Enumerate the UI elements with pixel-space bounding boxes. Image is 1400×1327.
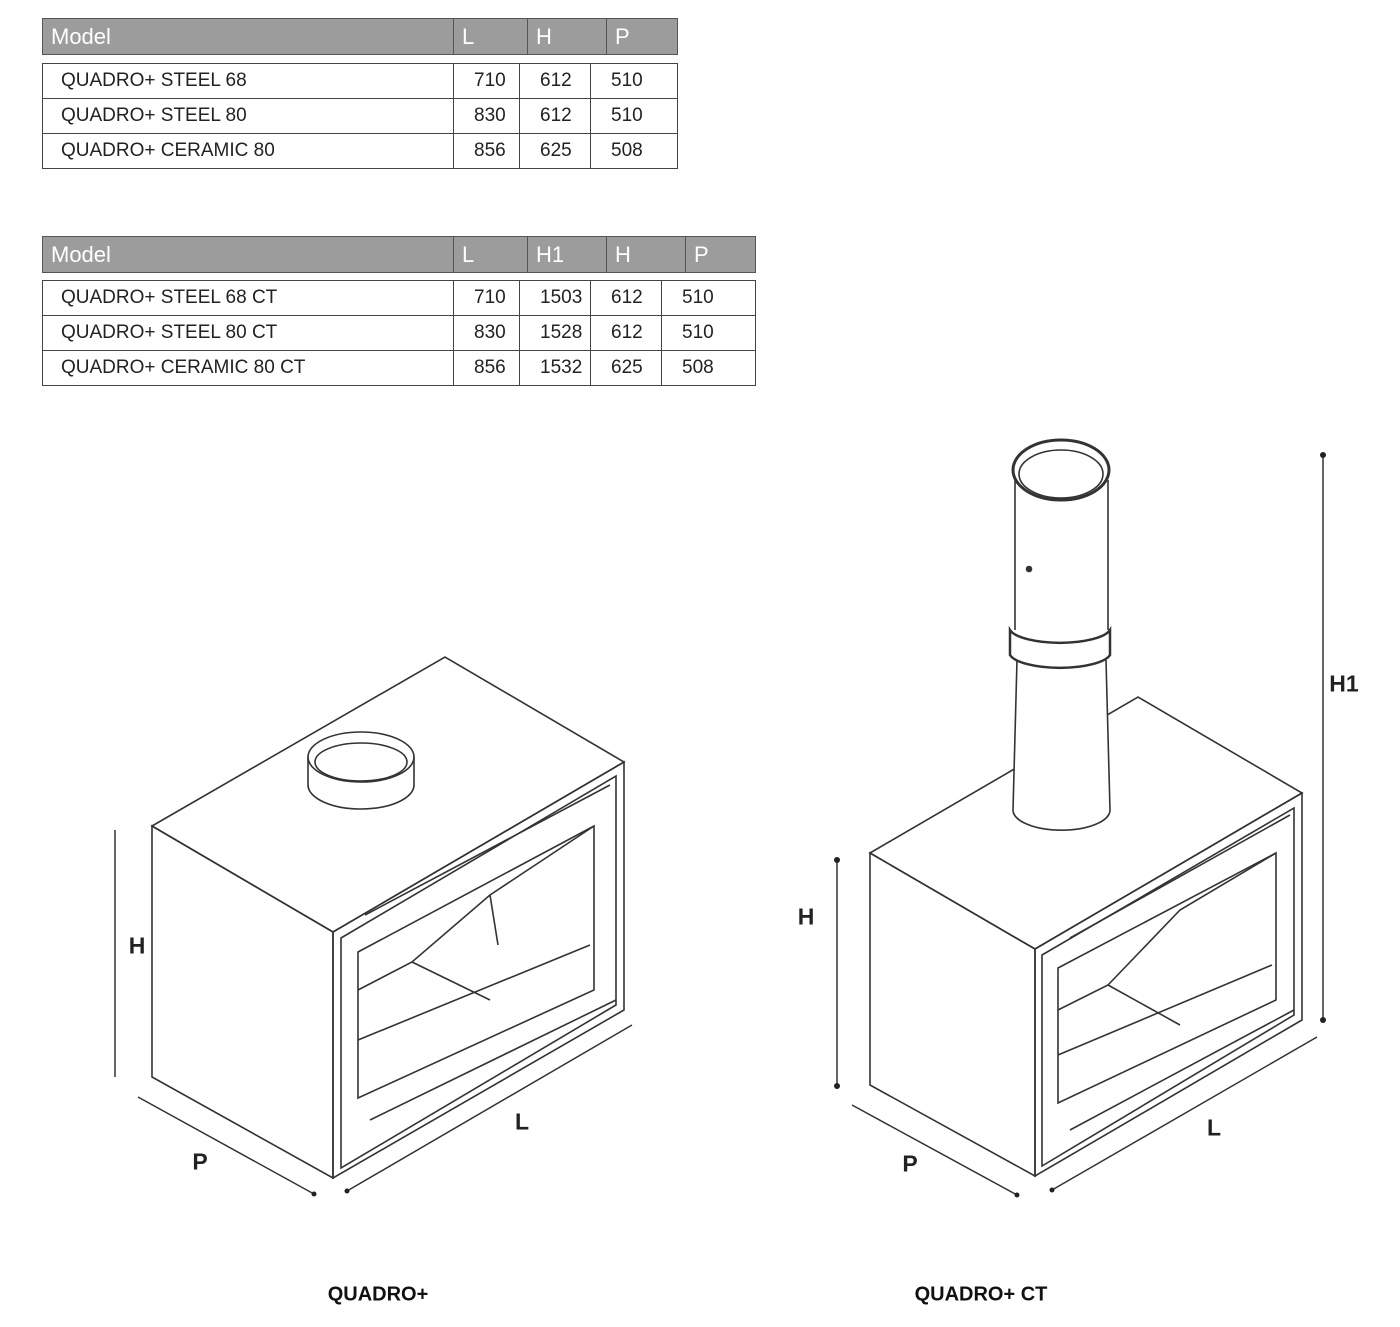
header-p: P [606, 18, 678, 55]
table-cell: 710 [453, 63, 520, 99]
dim-p-label: P [902, 1150, 918, 1177]
dim-l-label: L [1206, 1114, 1222, 1141]
stove-left-drawing [150, 656, 626, 1180]
header-model: Model [42, 18, 454, 55]
dim-h-label: H [797, 903, 815, 930]
model-name: QUADRO+ STEEL 68 CT [42, 280, 454, 316]
dim-h1-label: H1 [1329, 670, 1359, 697]
dim-l-label: L [514, 1108, 530, 1135]
model-name: QUADRO+ STEEL 80 [42, 98, 454, 134]
table-cell: 625 [590, 350, 662, 386]
dimension-lines [114, 452, 1326, 1198]
caption-quadro-ct: QUADRO+ CT [914, 1283, 1048, 1306]
table-cell: 1532 [519, 350, 591, 386]
table2-header: Model L H1 H P [42, 236, 756, 273]
table-cell: 508 [590, 133, 678, 169]
table-cell: 612 [519, 63, 591, 99]
table-cell: 830 [453, 315, 520, 351]
header-h1: H1 [527, 236, 607, 273]
stove-right-drawing [868, 438, 1304, 1178]
header-h: H [606, 236, 686, 273]
dim-p-label: P [192, 1148, 208, 1175]
model-name: QUADRO+ STEEL 80 CT [42, 315, 454, 351]
table-cell: 612 [519, 98, 591, 134]
table-cell: 510 [661, 280, 756, 316]
table-cell: 1503 [519, 280, 591, 316]
model-name: QUADRO+ CERAMIC 80 [42, 133, 454, 169]
table1-header: Model L H P [42, 18, 678, 55]
table-cell: 612 [590, 315, 662, 351]
table-cell: 510 [590, 98, 678, 134]
table-cell: 856 [453, 350, 520, 386]
dim-h-label: H [128, 932, 146, 959]
table-cell: 508 [661, 350, 756, 386]
model-name: QUADRO+ CERAMIC 80 CT [42, 350, 454, 386]
caption-quadro: QUADRO+ [327, 1283, 429, 1306]
table-cell: 510 [661, 315, 756, 351]
table-cell: 625 [519, 133, 591, 169]
table-cell: 710 [453, 280, 520, 316]
header-p: P [685, 236, 756, 273]
header-model: Model [42, 236, 454, 273]
